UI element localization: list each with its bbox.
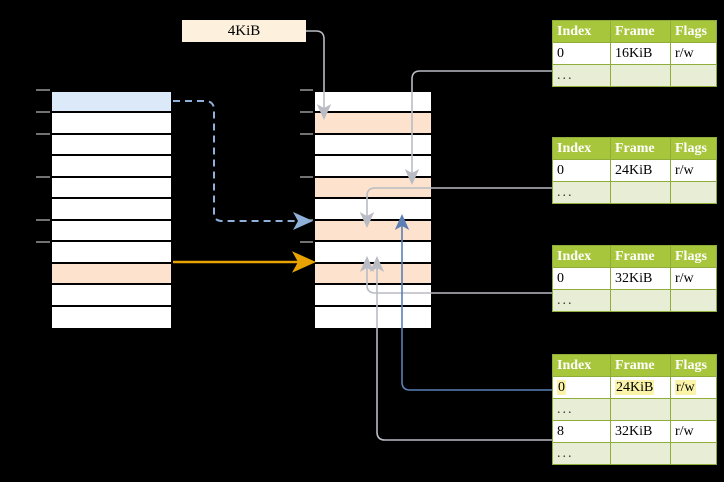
virtual-page-row	[52, 285, 171, 307]
page-size-label: 4KiB	[182, 20, 306, 42]
cell-index: ...	[552, 442, 611, 465]
highlighted-value: 24KiB	[615, 379, 655, 395]
highlighted-value: r/w	[675, 379, 696, 395]
cell-flags	[670, 181, 717, 204]
cell-flags: r/w	[670, 42, 717, 65]
physical-frame-row	[315, 156, 431, 178]
physical-frame-row	[315, 242, 431, 264]
cell-frame: 16KiB	[610, 42, 671, 65]
table-row-ellipsis: ...	[552, 398, 717, 421]
cell-index: ...	[552, 398, 611, 421]
cell-index: ...	[552, 181, 611, 204]
cell-index: 0	[552, 267, 611, 290]
column-header-frame: Frame	[610, 245, 671, 268]
physical-frame-row	[315, 285, 431, 307]
virtual-page-row	[52, 156, 171, 178]
cell-frame	[610, 289, 671, 312]
highlighted-value: 0	[557, 379, 566, 395]
column-header-frame: Frame	[610, 354, 671, 377]
cell-flags: r/w	[670, 159, 717, 182]
column-header-index: Index	[552, 245, 611, 268]
connector-pt1-to-frame	[404, 70, 552, 185]
cell-index: 0	[552, 159, 611, 182]
virtual-page-row	[52, 220, 171, 243]
cell-frame: 32KiB	[610, 267, 671, 290]
cell-frame: 32KiB	[610, 420, 671, 443]
physical-frame-row	[315, 177, 431, 200]
middle-column-tick-marks	[300, 89, 313, 243]
physical-frame-row	[315, 263, 431, 286]
left-column-tick-marks	[36, 89, 50, 243]
table-row-ellipsis: ...	[552, 64, 717, 87]
cell-flags	[670, 289, 717, 312]
cell-flags	[670, 64, 717, 87]
virtual-address-space-column	[50, 90, 173, 330]
column-header-flags: Flags	[670, 137, 717, 160]
cell-index: 0	[552, 376, 611, 399]
virtual-page-row	[52, 177, 171, 200]
physical-frame-row	[315, 220, 431, 243]
cell-flags	[670, 442, 717, 465]
physical-frame-row	[315, 306, 431, 328]
physical-frame-row	[315, 199, 431, 221]
table-row-ellipsis: ...	[552, 442, 717, 465]
cell-frame	[610, 181, 671, 204]
column-header-index: Index	[552, 20, 611, 43]
column-header-flags: Flags	[670, 354, 717, 377]
virtual-page-row	[52, 306, 171, 328]
cell-index: ...	[552, 289, 611, 312]
cell-index: ...	[552, 64, 611, 87]
column-header-frame: Frame	[610, 20, 671, 43]
table-row-ellipsis: ...	[552, 289, 717, 312]
cell-frame	[610, 64, 671, 87]
cell-flags: r/w	[670, 267, 717, 290]
cell-flags: r/w	[670, 376, 717, 399]
cell-frame: 24KiB	[610, 159, 671, 182]
column-header-index: Index	[552, 354, 611, 377]
physical-frame-row	[315, 92, 431, 114]
virtual-page-row	[52, 263, 171, 286]
column-header-index: Index	[552, 137, 611, 160]
virtual-page-row	[52, 242, 171, 264]
cell-frame	[610, 442, 671, 465]
cell-frame: 24KiB	[610, 376, 671, 399]
table-row-ellipsis: ...	[552, 181, 717, 204]
virtual-page-row	[52, 199, 171, 221]
column-header-frame: Frame	[610, 137, 671, 160]
cell-frame	[610, 398, 671, 421]
column-header-flags: Flags	[670, 245, 717, 268]
physical-frame-row	[315, 134, 431, 157]
cell-index: 8	[552, 420, 611, 443]
virtual-page-row	[52, 92, 171, 114]
physical-frame-row	[315, 113, 431, 135]
cell-flags	[670, 398, 717, 421]
virtual-page-row	[52, 134, 171, 157]
cell-flags: r/w	[670, 420, 717, 443]
connector-virtual-to-physical-dashed	[173, 100, 313, 230]
cell-index: 0	[552, 42, 611, 65]
physical-memory-column	[313, 90, 433, 330]
column-header-flags: Flags	[670, 20, 717, 43]
virtual-page-row	[52, 113, 171, 135]
table-row: 0 24KiB r/w	[552, 376, 717, 399]
